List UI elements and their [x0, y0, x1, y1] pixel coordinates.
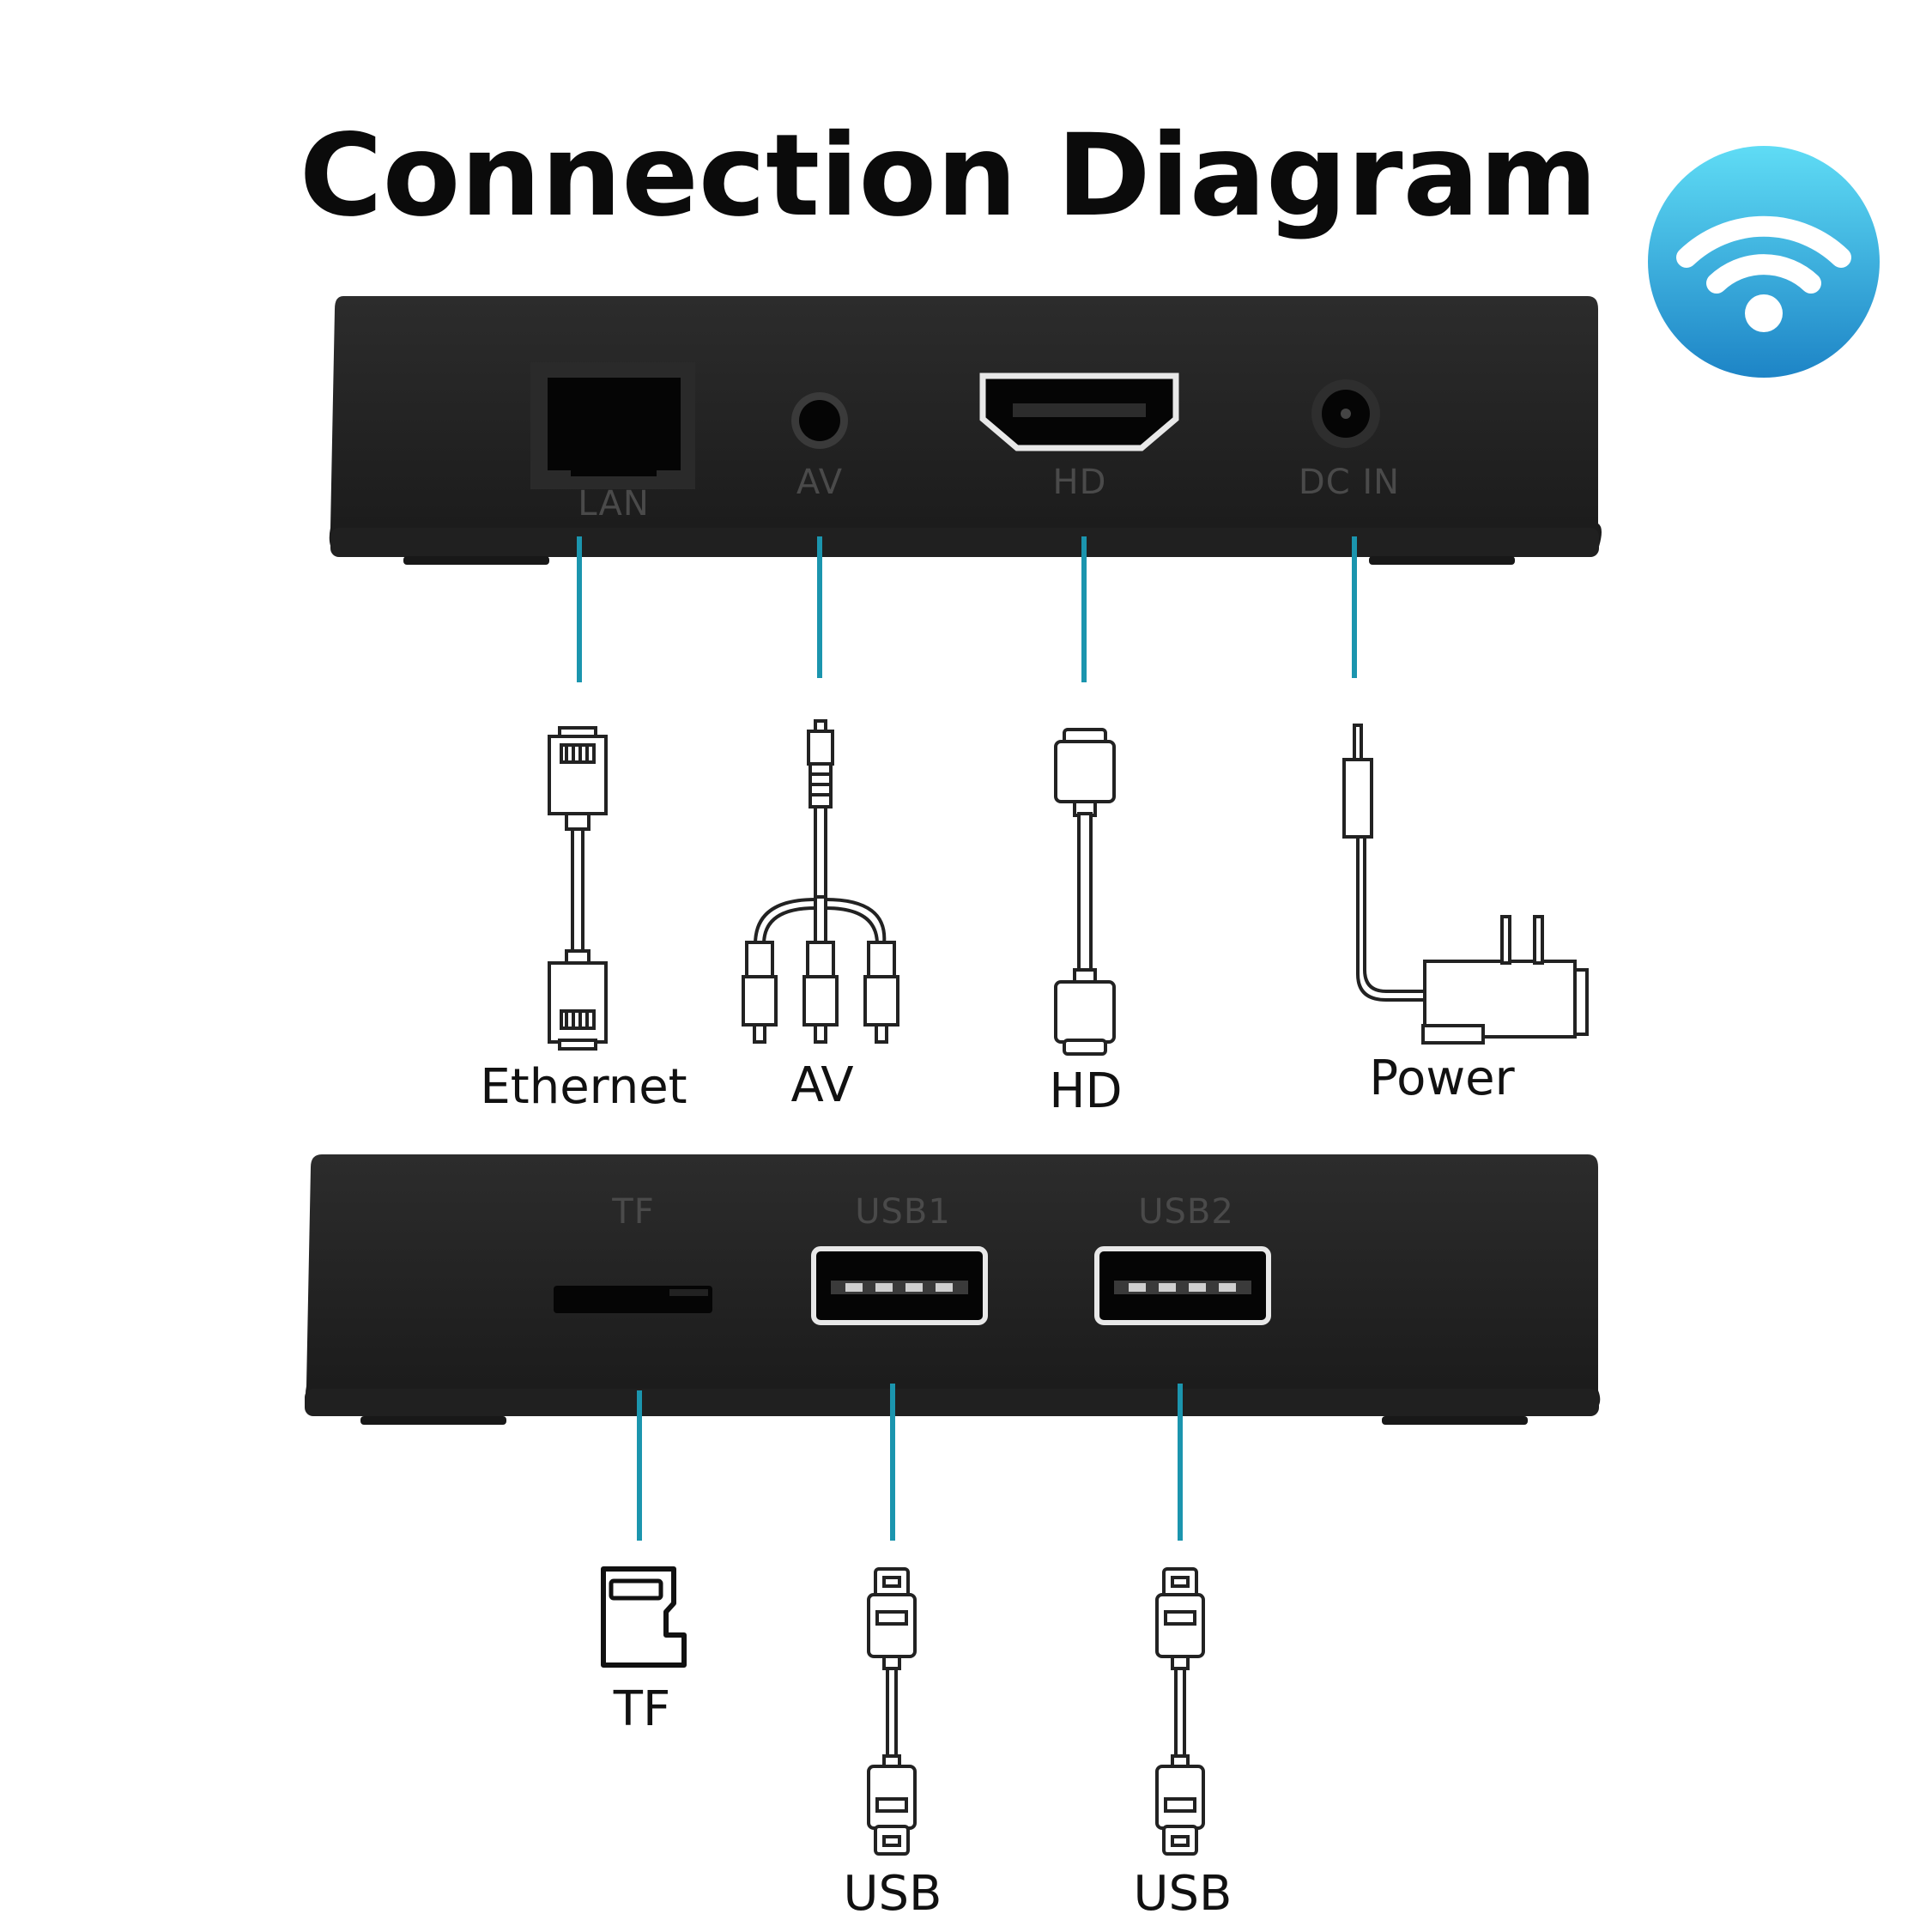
- usb-cable-1-icon: [867, 1567, 917, 1856]
- ethernet-cable-label: Ethernet: [480, 1059, 687, 1115]
- usb1-port-label: USB1: [855, 1192, 951, 1232]
- av-port: [791, 392, 848, 449]
- tf-card-icon: [601, 1566, 687, 1668]
- lan-port-label: LAN: [578, 484, 650, 524]
- hd-cable-icon: [1054, 728, 1116, 1056]
- dc-in-port-label: DC IN: [1299, 463, 1400, 502]
- hd-cable-label: HD: [1049, 1063, 1122, 1119]
- tf-slot: [554, 1286, 712, 1313]
- usb-cable-2-label: USB: [1134, 1866, 1232, 1922]
- wifi-icon: [1648, 146, 1880, 378]
- hd-port-label: HD: [1053, 463, 1107, 502]
- usb-cable-2-icon: [1155, 1567, 1205, 1856]
- tf-card-label: TF: [613, 1681, 670, 1737]
- usb1-port: [811, 1246, 988, 1325]
- diagram-title: Connection Diagram: [300, 110, 1597, 242]
- power-cable-label: Power: [1369, 1051, 1515, 1106]
- lan-port: [530, 362, 695, 489]
- av-cable-label: AV: [790, 1057, 853, 1113]
- power-adapter-icon: [1342, 724, 1589, 1045]
- hd-port: [979, 372, 1179, 451]
- usb-cable-1-label: USB: [844, 1866, 942, 1922]
- usb2-port: [1094, 1246, 1271, 1325]
- rear-panel-device: LAN AV HD DC IN: [329, 296, 1602, 565]
- usb2-port-label: USB2: [1138, 1192, 1234, 1232]
- av-cable-icon: [742, 719, 899, 1044]
- tf-port-label: TF: [611, 1192, 654, 1232]
- dc-in-port: [1311, 379, 1380, 448]
- side-panel-device: TF USB1 USB2: [305, 1154, 1601, 1425]
- ethernet-cable-icon: [548, 726, 608, 1051]
- av-port-label: AV: [796, 463, 843, 502]
